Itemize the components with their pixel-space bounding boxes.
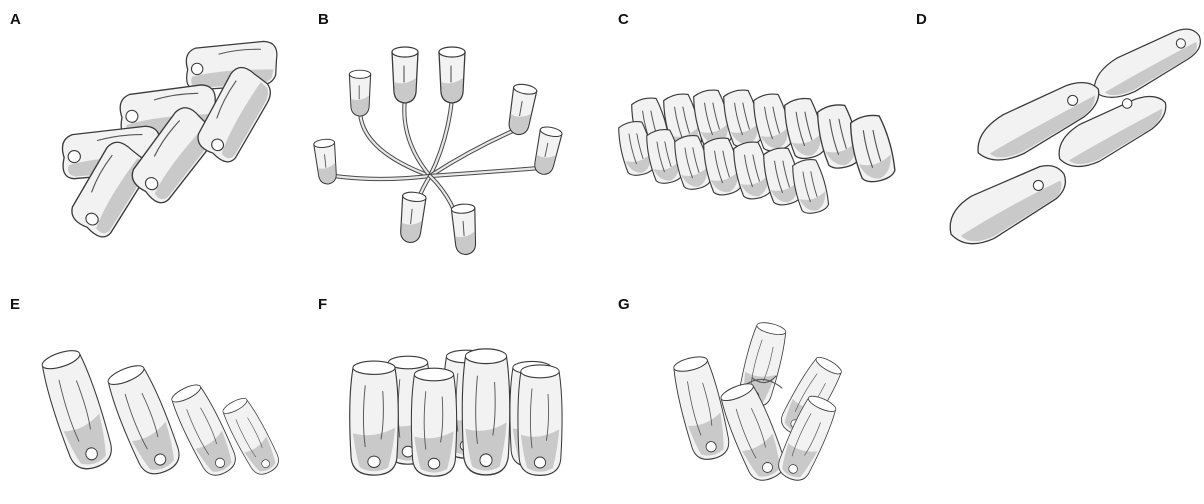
panel-e-drawing [37,346,283,481]
panel-b-stalks [334,98,540,236]
panel-label-e: E [10,296,20,313]
panel-label-f: F [318,296,327,313]
panel-d-drawing [940,19,1204,255]
panel-f-drawing [350,349,562,476]
panel-g-drawing [670,320,846,486]
panel-label-a: A [10,11,21,28]
panel-label-g: G [618,296,630,313]
panel-a-drawing [60,41,279,241]
panel-label-d: D [916,11,927,28]
panel-b-drawing [313,47,562,255]
panel-c-drawing [615,87,898,216]
panel-label-b: B [318,11,329,28]
panel-label-c: C [618,11,629,28]
